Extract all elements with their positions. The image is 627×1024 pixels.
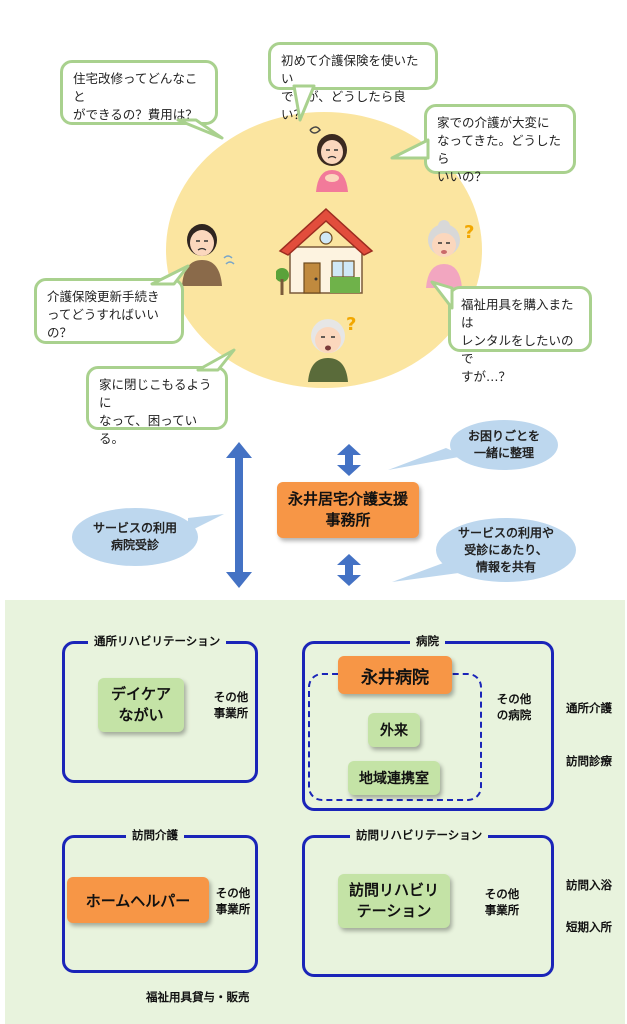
welfare-equipment-label: 福祉用具貸与・販売 bbox=[146, 990, 250, 1004]
hospital-title: 病院 bbox=[410, 633, 445, 649]
side-label-home-bathing: 訪問入浴 bbox=[566, 878, 612, 892]
side-label-home-medical: 訪問診療 bbox=[566, 754, 612, 768]
care-office-box: 永井居宅介護支援 事務所 bbox=[277, 482, 419, 538]
home-care-other: その他 事業所 bbox=[215, 886, 251, 916]
bubble-tail bbox=[176, 118, 224, 140]
info-bubble-share: サービスの利用や 受診にあたり、 情報を共有 bbox=[436, 518, 576, 582]
short-double-arrow-top bbox=[337, 444, 361, 476]
info-bubble-service-use: サービスの利用 病院受診 bbox=[72, 508, 198, 566]
long-double-arrow bbox=[226, 442, 252, 588]
bubble-tail bbox=[150, 264, 190, 286]
bubble-tail bbox=[390, 138, 430, 160]
svg-text:?: ? bbox=[346, 314, 356, 335]
day-rehab-title: 通所リハビリテーション bbox=[88, 633, 227, 649]
svg-text:?: ? bbox=[464, 222, 474, 243]
elderly-man-icon: ? bbox=[308, 314, 356, 382]
bubble-tail bbox=[196, 348, 236, 372]
community-liaison-box: 地域連携室 bbox=[348, 761, 440, 795]
concern-equipment-bubble: 福祉用具を購入または レンタルをしたいので すが…？ bbox=[448, 286, 592, 384]
info-bubble-tail bbox=[188, 514, 224, 532]
home-rehab-other: その他 事業所 bbox=[484, 887, 520, 917]
side-label-day-service: 通所介護 bbox=[566, 701, 612, 715]
outpatient-box: 外来 bbox=[368, 713, 420, 747]
house-icon bbox=[276, 207, 374, 295]
elderly-woman-icon: ? bbox=[426, 220, 474, 288]
hospital-other: その他 の病院 bbox=[496, 692, 532, 722]
concern-home-care-bubble: 家での介護が大変に なってきた。どうしたら いいの？ bbox=[424, 104, 576, 184]
concern-housing-bubble: 住宅改修ってどんなこと ができるの？費用は？ bbox=[60, 60, 218, 125]
short-double-arrow-bottom bbox=[337, 554, 361, 586]
nagai-hospital-box: 永井病院 bbox=[338, 656, 452, 694]
info-bubble-organize: お困りごとを 一緒に整理 bbox=[450, 420, 558, 470]
concern-first-time-bubble: 初めて介護保険を使いたい ですが、どうしたら良い？ bbox=[268, 42, 438, 122]
day-rehab-other: その他 事業所 bbox=[213, 690, 249, 720]
bubble-tail bbox=[292, 84, 316, 122]
worried-man-icon bbox=[182, 224, 235, 286]
home-rehab-title: 訪問リハビリテーション bbox=[350, 827, 489, 843]
info-bubble-tail bbox=[388, 448, 464, 470]
home-helper-box: ホームヘルパー bbox=[67, 877, 209, 923]
services-panel bbox=[5, 600, 625, 1024]
home-care-title: 訪問介護 bbox=[126, 827, 184, 843]
day-care-nagai-box: デイケア ながい bbox=[98, 678, 184, 732]
concern-renewal-bubble: 介護保険更新手続き ってどうすればいいの？ bbox=[34, 278, 184, 344]
worried-woman-icon bbox=[309, 126, 348, 192]
side-label-short-stay: 短期入所 bbox=[566, 920, 612, 934]
home-rehab-box: 訪問リハビリ テーション bbox=[338, 874, 450, 928]
bubble-tail bbox=[430, 280, 454, 310]
concern-withdrawn-bubble: 家に閉じこもるように なって、困っている。 bbox=[86, 366, 228, 446]
